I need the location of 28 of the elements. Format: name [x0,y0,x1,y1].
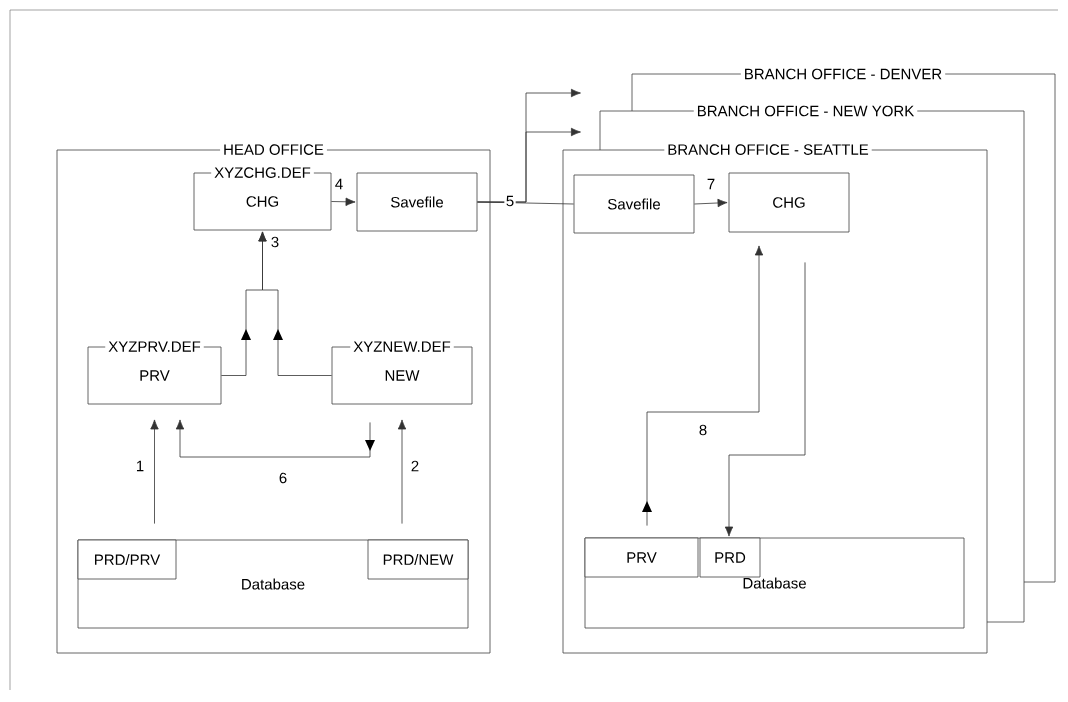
arrow [642,245,764,526]
table-box: PRD [699,537,761,578]
office-title: BRANCH OFFICE - DENVER [740,65,946,83]
edge-label: 6 [277,471,289,485]
arrow [724,262,806,537]
table-box: PRD/NEW [367,539,469,580]
process-box: CHG [728,172,850,233]
arrow [258,231,332,376]
edge-label: 8 [697,423,709,437]
table-box: PRV [584,537,699,578]
arrow [477,88,581,203]
edge-label: 2 [409,459,421,473]
edge-label: 4 [333,177,345,191]
table-box: PRD/PRV [77,539,177,580]
savefile-box: Savefile [573,174,695,234]
edge-label: 5 [504,194,516,208]
savefile-box: Savefile [356,172,478,232]
file-box: XYZNEW.DEF NEW [331,338,473,405]
arrow [150,419,159,524]
edge-label: 1 [134,459,146,473]
arrow [397,419,407,524]
arrow [331,197,356,206]
edge-label: 3 [269,235,281,249]
edge-label: 7 [705,177,717,191]
file-box: XYZCHG.DEF CHG [193,164,332,231]
arrow [175,419,375,458]
arrow [694,198,728,208]
file-box: XYZPRV.DEF PRV [87,338,222,405]
